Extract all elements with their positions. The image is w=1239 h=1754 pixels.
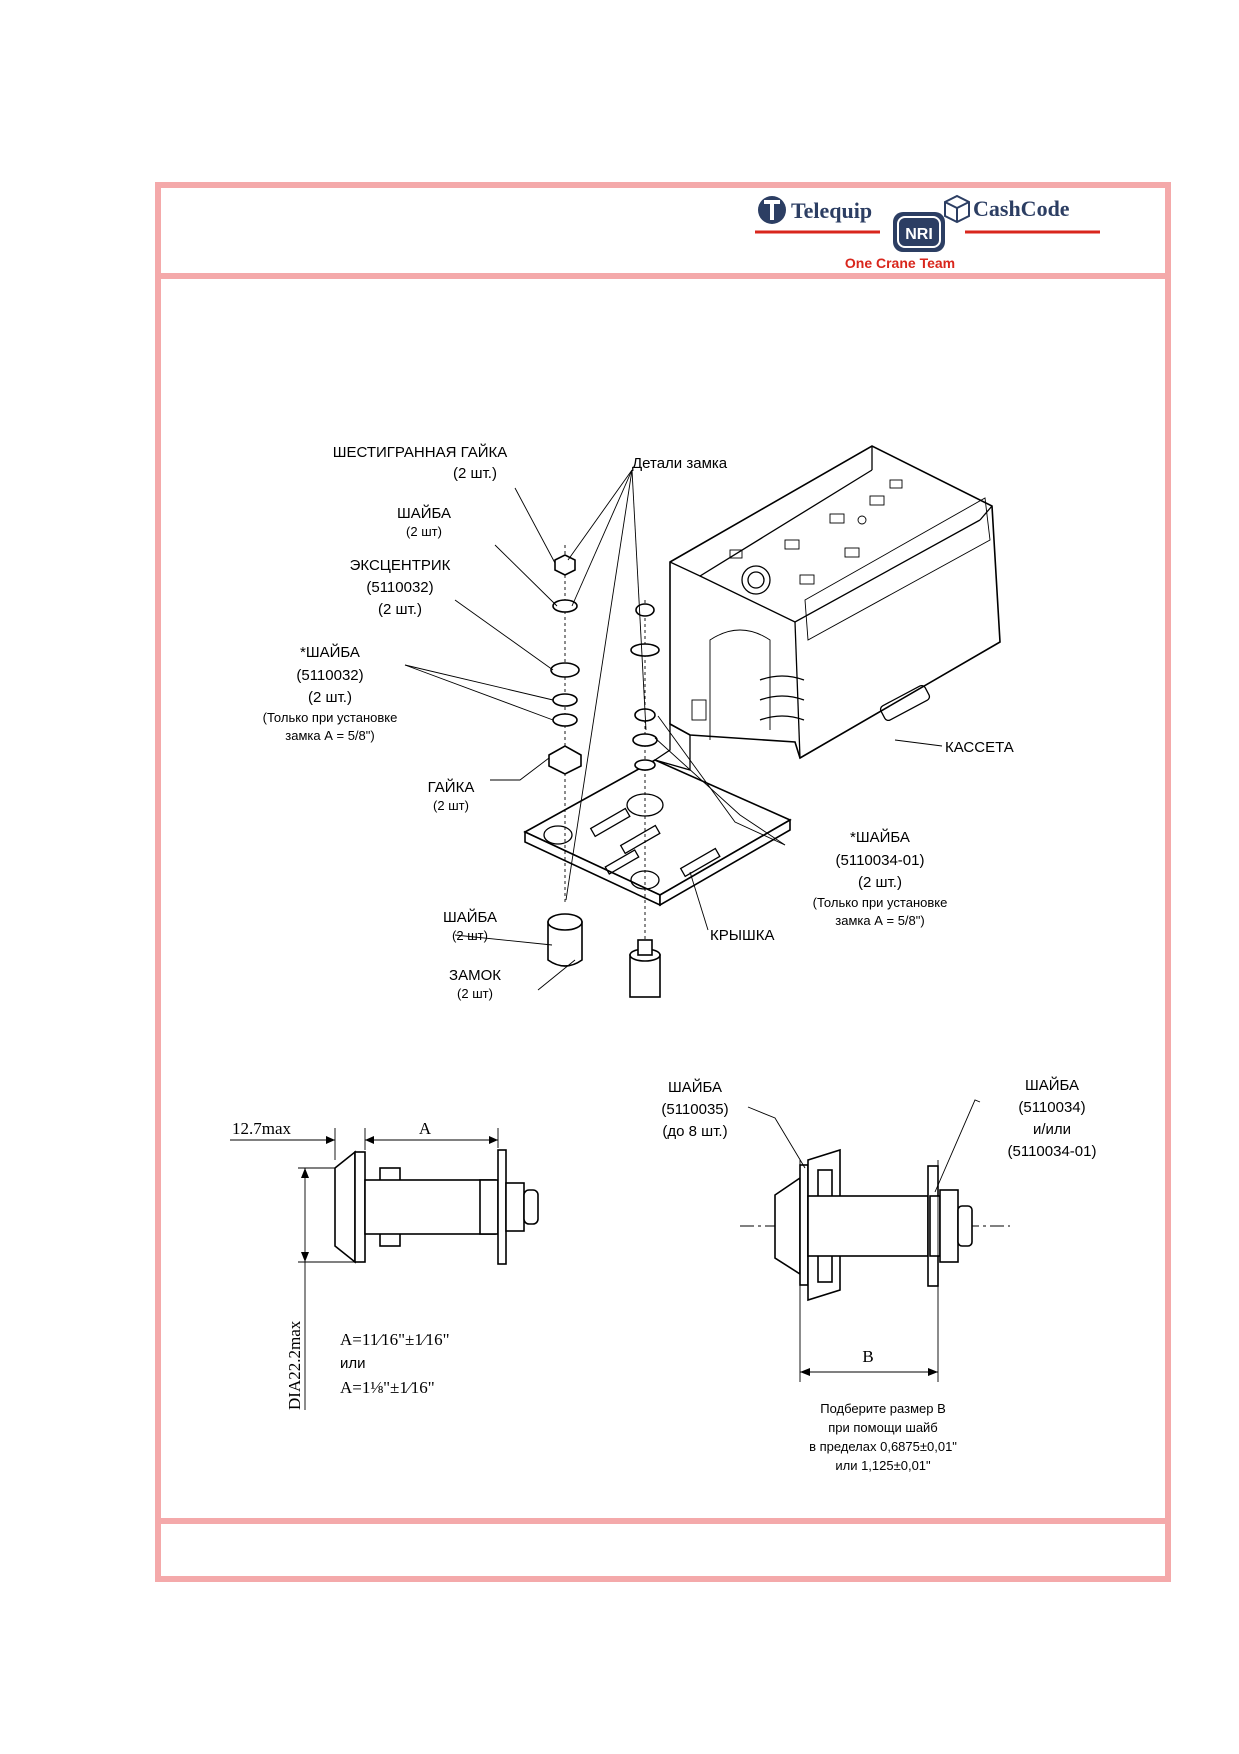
hex-nut-part xyxy=(554,554,576,576)
nri-logo-icon xyxy=(893,212,945,252)
label-washer-5110035: ШАЙБА xyxy=(668,1078,722,1096)
right-part-stack xyxy=(629,600,661,998)
label-washer-opt-right-note2: замка А = 5/8") xyxy=(835,913,924,928)
dim-dia: DIA22.2max xyxy=(285,1320,304,1410)
dim-a-left: A xyxy=(419,1119,432,1138)
label-washer-opt-left-qty: (2 шт.) xyxy=(308,689,352,706)
cassette-body xyxy=(669,445,1001,760)
label-washer-opt-left-note1: (Только при установке xyxy=(263,710,398,725)
label-lock: ЗАМОК xyxy=(449,967,501,984)
label-washer-opt-right: *ШАЙБА xyxy=(850,828,910,846)
page-frame xyxy=(155,182,1171,1582)
note-line1: Подберите размер В xyxy=(820,1401,946,1416)
label-hex-nut-qty: (2 шт.) xyxy=(453,465,497,482)
company-logo: Telequip NRI CashCode xyxy=(755,194,1100,252)
label-washer-opt-left-part-no: (5110032) xyxy=(296,667,363,684)
footer-separator xyxy=(155,1518,1171,1524)
label-cam-qty: (2 шт.) xyxy=(378,601,422,618)
label-washer-and-or: и/или xyxy=(1033,1121,1071,1138)
label-washer-5110035-qty: (до 8 шт.) xyxy=(662,1123,727,1140)
label-cam: ЭКСЦЕНТРИК xyxy=(350,557,451,574)
label-washer-bottom: ШАЙБА xyxy=(443,908,497,926)
tagline: One Crane Team xyxy=(844,255,956,271)
label-lock-qty: (2 шт) xyxy=(457,986,493,1001)
label-washer-top: ШАЙБА xyxy=(397,504,451,522)
label-washer-5110034-part-no: (5110034) xyxy=(1018,1099,1085,1116)
note-line2: при помощи шайб xyxy=(828,1420,938,1435)
washer-top-part xyxy=(552,599,578,613)
label-washer-5110034: ШАЙБА xyxy=(1025,1076,1079,1094)
brand-cashcode: CashCode xyxy=(973,196,1070,221)
cam-part xyxy=(550,662,580,678)
label-washer-opt-left: *ШАЙБА xyxy=(300,643,360,661)
formula-a1: A=11⁄16"±1⁄16" xyxy=(340,1330,450,1349)
formula-a2: A=1⅛"±1⁄16" xyxy=(340,1378,435,1397)
label-nut: ГАЙКА xyxy=(428,778,475,796)
label-cam-part-no: (5110032) xyxy=(366,579,433,596)
label-washer-5110034-01: (5110034-01) xyxy=(1008,1143,1097,1160)
cover-plate xyxy=(523,722,792,907)
brand-telequip: Telequip xyxy=(791,198,872,223)
label-lock-parts: Детали замка xyxy=(632,455,728,472)
lock-installed-view-right xyxy=(740,1148,1010,1382)
label-cassette: КАССЕТА xyxy=(945,739,1014,756)
leader-lines xyxy=(404,469,786,991)
dim-12-7-max: 12.7max xyxy=(232,1119,292,1138)
nut-part xyxy=(548,745,582,775)
label-washer-opt-right-note1: (Только при установке xyxy=(813,895,948,910)
lock-side-view-left xyxy=(334,1149,539,1265)
label-washer-5110035-part-no: (5110035) xyxy=(661,1101,728,1118)
leader-lines-right xyxy=(747,1099,981,1193)
left-part-stack xyxy=(547,545,583,967)
label-washer-bottom-qty: (2 шт) xyxy=(452,928,488,943)
dim-b: B xyxy=(862,1347,873,1366)
label-cover: КРЫШКА xyxy=(710,927,775,944)
label-washer-top-qty: (2 шт) xyxy=(406,524,442,539)
formula-or: или xyxy=(340,1355,366,1372)
label-nut-qty: (2 шт) xyxy=(433,798,469,813)
label-washer-opt-right-qty: (2 шт.) xyxy=(858,874,902,891)
note-line4: или 1,125±0,01" xyxy=(835,1458,931,1473)
header-separator xyxy=(155,273,1171,279)
cashcode-logo-icon xyxy=(944,194,970,224)
note-line3: в пределах 0,6875±0,01" xyxy=(809,1439,957,1454)
brand-nri: NRI xyxy=(905,226,933,243)
label-washer-opt-left-note2: замка А = 5/8") xyxy=(285,728,374,743)
dimension-lines-left xyxy=(230,1128,499,1410)
label-hex-nut: ШЕСТИГРАННАЯ ГАЙКА xyxy=(333,443,507,461)
label-washer-opt-right-part-no: (5110034-01) xyxy=(836,852,925,869)
